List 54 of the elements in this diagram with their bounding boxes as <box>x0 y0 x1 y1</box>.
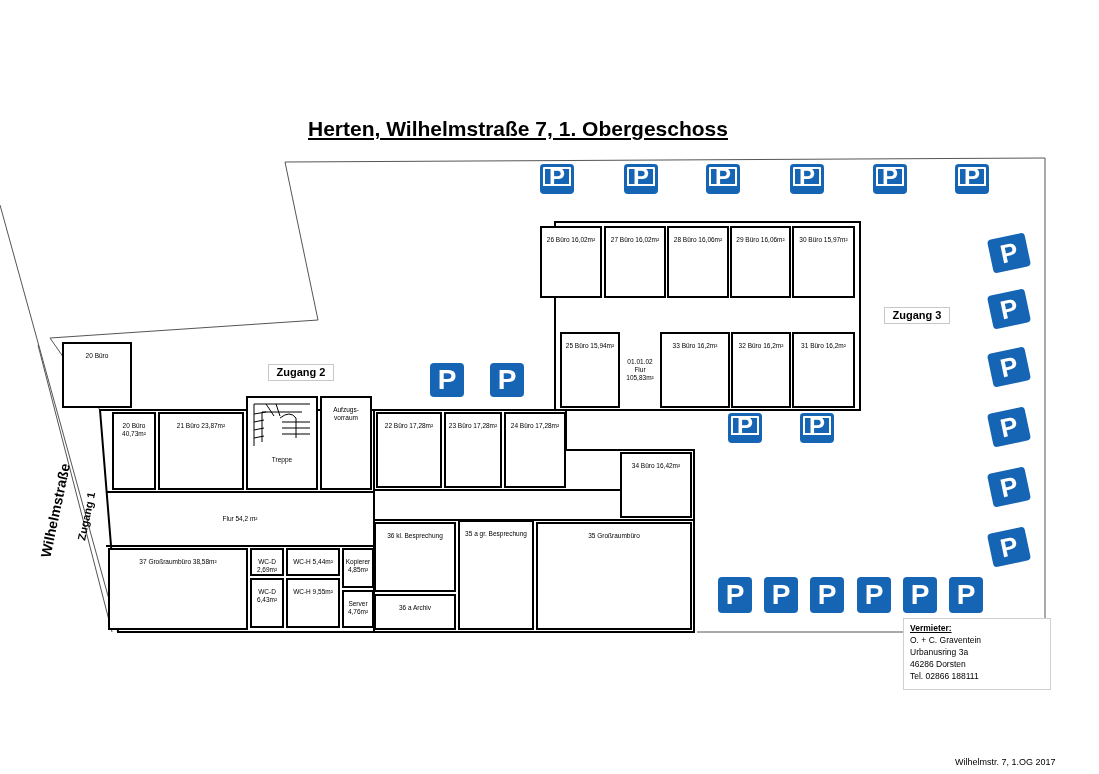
address-line: Urbanusring 3a <box>910 646 970 658</box>
room <box>792 226 855 298</box>
parking-sign: P <box>903 577 937 613</box>
room <box>250 548 284 576</box>
parking-sign: P <box>986 346 1032 388</box>
parking-sign: P <box>986 406 1032 448</box>
room <box>342 590 374 628</box>
card-heading: Vermieter: <box>910 622 953 634</box>
room <box>458 520 534 630</box>
room <box>560 332 620 408</box>
room <box>374 594 456 630</box>
room <box>286 548 340 576</box>
room <box>108 548 248 630</box>
parking-sign: P <box>986 232 1032 274</box>
address-line: 46286 Dorsten <box>910 658 967 670</box>
stairwell <box>246 396 318 490</box>
parking-sign: P <box>986 526 1032 568</box>
room <box>444 412 502 488</box>
landlord-card <box>903 618 1051 690</box>
parking-sign: P <box>430 363 464 397</box>
room <box>374 522 456 592</box>
room <box>320 396 372 490</box>
entrance-sign: Zugang 3 <box>884 307 950 324</box>
room <box>250 578 284 628</box>
room <box>286 578 340 628</box>
room <box>667 226 729 298</box>
entrance-label: Zugang 1 <box>74 490 99 542</box>
address-line: O. + C. Graventein <box>910 634 983 646</box>
parking-sign: P <box>949 577 983 613</box>
room <box>536 522 692 630</box>
address-line: Tel. 02866 188111 <box>910 670 980 682</box>
room <box>730 226 791 298</box>
parking-sign: P <box>764 577 798 613</box>
parking-sign: P <box>986 466 1032 508</box>
room <box>62 342 132 408</box>
room <box>342 548 374 588</box>
parking-sign: P <box>857 577 891 613</box>
room <box>604 226 666 298</box>
entrance-sign: Zugang 2 <box>268 364 334 381</box>
room <box>540 226 602 298</box>
room <box>158 412 244 490</box>
plan-title: Herten, Wilhelmstraße 7, 1. Obergeschoss <box>308 116 728 142</box>
room <box>731 332 791 408</box>
room <box>504 412 566 488</box>
room <box>620 452 692 518</box>
parking-sign: P <box>986 288 1032 330</box>
parking-sign: P <box>490 363 524 397</box>
room <box>376 412 442 488</box>
room <box>660 332 730 408</box>
room <box>112 412 156 490</box>
footer-note: Wilhelmstr. 7, 1.OG 2017 <box>955 756 1056 769</box>
room <box>792 332 855 408</box>
parking-sign: P <box>718 577 752 613</box>
parking-sign: P <box>810 577 844 613</box>
